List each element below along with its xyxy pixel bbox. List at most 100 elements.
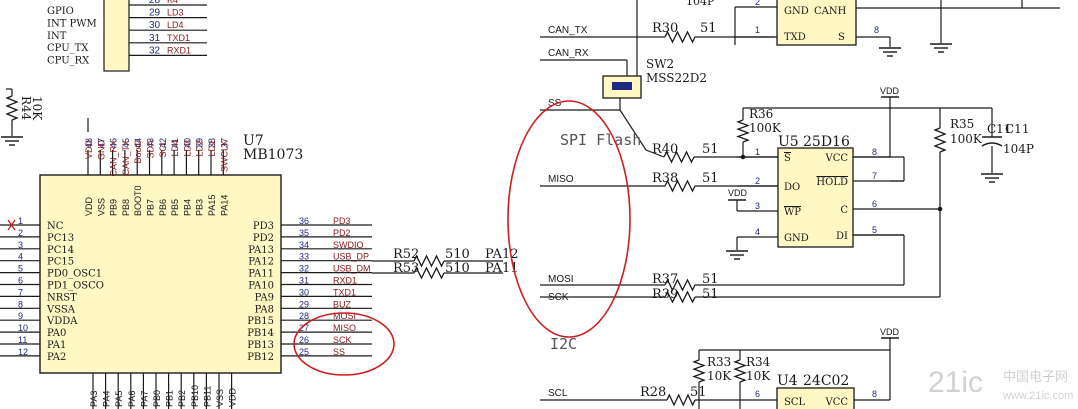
- can-rx-net: CAN_RX: [548, 48, 589, 59]
- connector-net-label: LD3: [167, 8, 184, 18]
- mcu-top-pin-name: PB3: [195, 199, 205, 216]
- connector-net-label: K4: [167, 0, 178, 5]
- mcu-right-net-label: SCK: [333, 335, 352, 345]
- r40-ref: R40: [652, 142, 678, 157]
- eeprom-ref: U4: [777, 373, 798, 389]
- r33-resistor: [692, 359, 706, 383]
- mcu-left-pin-number: 1: [18, 216, 23, 226]
- r36-resistor: [736, 119, 750, 143]
- mcu-bottom-pin-name: PB1: [165, 390, 175, 407]
- i2c-label: I2C: [550, 335, 577, 353]
- mcu-top-pin-number: 41: [170, 138, 180, 148]
- r44-resistor: [5, 95, 19, 121]
- watermark-cn: 中国电子网: [1003, 369, 1068, 384]
- r37-resistor: [664, 278, 696, 292]
- mcu-right-net-label: MOSI: [333, 311, 356, 321]
- r40-resistor: [663, 150, 695, 164]
- r39-ref: R39: [652, 287, 678, 302]
- mcu-top-net-label: CAN_RX: [109, 140, 119, 177]
- top-connector-body: [103, 0, 130, 72]
- mcu-bottom-pin-name: PB0: [152, 390, 162, 407]
- mcu-bottom-pin-name: PB11: [202, 386, 212, 407]
- mcu-top-pin-name: PB5: [170, 199, 180, 216]
- mcu-top-pin-number: 44: [133, 138, 143, 148]
- r52-ref: R52: [393, 247, 419, 262]
- flash-pin-number: 2: [755, 176, 760, 186]
- mcu-bottom-pin-name: PA3: [89, 391, 99, 407]
- mcu-top-pin-name: PB7: [146, 199, 156, 216]
- mcu-top-pin-number: 48: [84, 138, 94, 148]
- mcu-right-pin-number: 27: [299, 323, 309, 333]
- flash-pin-number: 7: [872, 171, 877, 181]
- mcu-right-pin-number: 35: [299, 228, 309, 238]
- can-pin-name: TXD: [784, 32, 806, 43]
- mcu-top-net-label: SCL: [158, 140, 168, 158]
- mcu-top-pin-number: 46: [109, 138, 119, 148]
- mcu-left-pin-name: PA2: [47, 352, 66, 363]
- can-s-ground-icon: [879, 47, 901, 57]
- flash-pin-number: 3: [755, 201, 760, 211]
- mcu-top-pin-number: 40: [182, 138, 192, 148]
- top-left-label: INT: [47, 31, 67, 42]
- flash-pin-name: HOLD: [816, 177, 848, 188]
- mcu-top-pin-name: BOOT0: [133, 185, 143, 216]
- sw2-ref: SW2: [646, 57, 674, 71]
- r33-ref: R33: [707, 355, 731, 369]
- r34-resistor: [733, 359, 747, 383]
- mcu-right-net-label: PD2: [333, 228, 351, 238]
- r44-ref: R44: [19, 96, 33, 121]
- mcu-left-pin-number: 9: [18, 311, 23, 321]
- mcu-top-pin-name: VDD: [84, 196, 94, 216]
- mcu-left-pin-name: VSSA: [46, 304, 76, 315]
- nc-marker-icon: [7, 219, 16, 231]
- r30-value: 51: [700, 21, 717, 36]
- r52-value: 510: [445, 247, 470, 262]
- c11-ref: C11: [987, 122, 1011, 136]
- mcu-right-net-label: RXD1: [333, 276, 357, 286]
- connector-net-label: LD4: [167, 20, 184, 30]
- flash-pin-name: DI: [836, 231, 848, 242]
- mcu-left-pin-number: 8: [18, 299, 23, 309]
- connector-pin-number: 30: [149, 20, 161, 31]
- mcu-top-net-label: Boot0: [133, 140, 143, 164]
- mcu-left-pin-number: 2: [18, 228, 23, 238]
- mcu-bottom-pin-name: PA7: [139, 391, 149, 407]
- mcu-top-pin-number: 45: [121, 138, 131, 148]
- mcu-right-pin-name: PA10: [248, 281, 274, 292]
- can-right-ground-icon: [930, 43, 952, 53]
- can-tx-net: CAN_TX: [548, 25, 588, 36]
- mcu-left-pin-name: PA0: [47, 328, 66, 339]
- mcu-left-pin-name: PA1: [47, 340, 66, 351]
- mcu-left-pin-name: PD0_OSC1: [47, 269, 102, 280]
- mcu-top-pin-number: 43: [146, 138, 156, 148]
- watermark-url: www.21ic.com: [1002, 390, 1073, 402]
- flash-pin-number: 8: [872, 147, 877, 157]
- mcu-right-net-label: TXD1: [333, 287, 356, 297]
- mcu-left-pin-name: PD1_OSCO: [47, 281, 104, 292]
- mcu-right-pin-name: PB13: [247, 340, 274, 351]
- mcu-right-pin-name: PA12: [248, 257, 274, 268]
- r39-value: 51: [702, 287, 719, 302]
- eeprom-u4-body: [776, 387, 855, 409]
- mcu-left-pin-number: 6: [18, 276, 23, 286]
- can-pin-name: GND: [784, 6, 809, 17]
- mcu-bottom-pin-name: PA5: [114, 391, 124, 407]
- r52-resistor: [413, 254, 445, 268]
- mcu-u7-body: [39, 174, 282, 374]
- usb-dp-net: PA12: [485, 247, 518, 262]
- r38-ref: R38: [652, 171, 678, 186]
- flash-pin-number: 1: [755, 147, 760, 157]
- r33-value: 10K: [707, 369, 732, 383]
- can-pin-name: S: [838, 32, 845, 43]
- mcu-right-net-label: PD3: [333, 216, 351, 226]
- can-cap-value: 104P: [686, 0, 715, 8]
- flash-gnd-icon: [726, 250, 748, 260]
- mcu-top-pin-name: PB4: [182, 199, 192, 216]
- can-pin-name: CANH: [814, 6, 847, 17]
- r28-resistor: [666, 393, 696, 407]
- mcu-bottom-pin-name: PB2: [177, 390, 187, 407]
- scl-net: SCL: [548, 388, 568, 399]
- mcu-bottom-pin-name: VDD: [228, 387, 238, 407]
- mcu-part: MB1073: [243, 147, 303, 163]
